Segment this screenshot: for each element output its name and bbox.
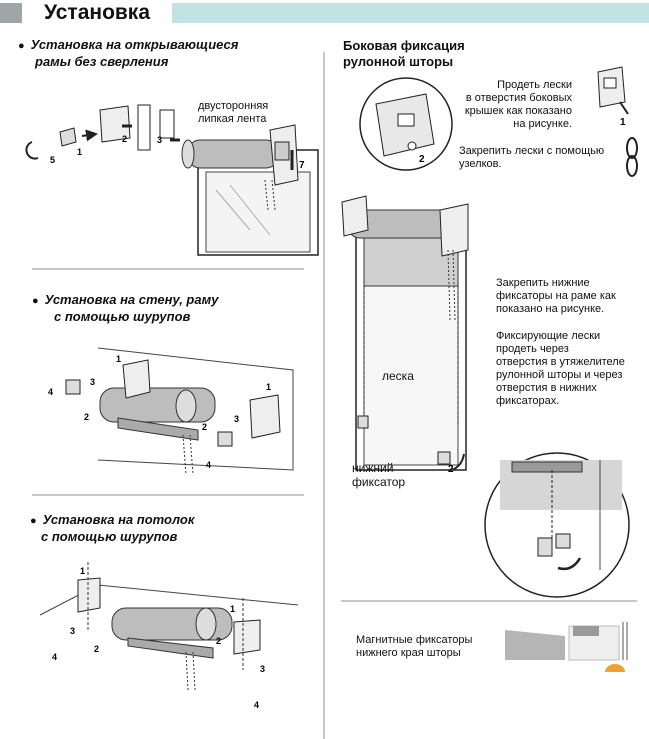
- section2-heading: ● Установка на стену, раму с помощью шуру…: [32, 292, 218, 325]
- section3-line2: с помощью шурупов: [41, 529, 178, 544]
- svg-text:4: 4: [52, 652, 57, 662]
- section1-line1: Установка на открывающиеся: [30, 37, 239, 52]
- bullet-icon: ●: [32, 295, 39, 307]
- svg-text:3: 3: [70, 626, 75, 636]
- column-divider: [323, 52, 325, 739]
- magnetic-fixator-illustration: [505, 622, 628, 672]
- ceiling-mount-illustration: 1 3 4 2 2 1 3 4: [39, 562, 299, 710]
- pass-through-note: Фиксирующие лески продеть через отверсти…: [496, 330, 625, 407]
- section1-line2: рамы без сверления: [35, 54, 169, 69]
- section3-line1: Установка на потолок: [42, 512, 195, 527]
- svg-text:1: 1: [620, 117, 626, 128]
- orange-accent-icon: [605, 664, 625, 672]
- section1-heading: ● Установка на открывающиеся рамы без све…: [18, 37, 238, 70]
- bullet-icon: ●: [30, 515, 37, 527]
- section-divider-2: [32, 494, 304, 496]
- svg-text:3: 3: [260, 664, 265, 674]
- svg-text:1: 1: [80, 566, 85, 576]
- svg-text:2: 2: [216, 636, 221, 646]
- bottom-fixator-detail-illustration: [484, 452, 630, 598]
- svg-text:1: 1: [116, 354, 121, 364]
- section-divider-1: [32, 268, 304, 270]
- svg-text:2: 2: [448, 464, 454, 475]
- section-divider-right: [341, 600, 637, 602]
- side-cap-detail-illustration: 2: [359, 77, 453, 171]
- step-1: 1: [77, 147, 82, 157]
- svg-text:3: 3: [234, 414, 239, 424]
- section2-line2: с помощью шурупов: [54, 309, 191, 324]
- svg-text:1: 1: [266, 382, 271, 392]
- svg-text:4: 4: [254, 700, 259, 710]
- line-label: леска: [382, 369, 414, 383]
- right-title: Боковая фиксация рулонной шторы: [343, 38, 465, 69]
- tie-note: Закрепить лески с помощью узелков.: [459, 145, 605, 170]
- step-5: 5: [50, 155, 55, 165]
- svg-text:3: 3: [90, 377, 95, 387]
- bottom-fix-label: нижний фиксатор: [352, 461, 406, 489]
- thread-note: Продеть лески в отверстия боковых крышек…: [464, 79, 572, 130]
- bullet-icon: ●: [18, 40, 25, 52]
- cap-and-knot-illustration: 1: [597, 66, 638, 177]
- lower-fix-note: Закрепить нижние фиксаторы на раме как п…: [496, 277, 616, 315]
- step-7: 7: [299, 160, 305, 171]
- svg-text:4: 4: [206, 460, 211, 470]
- step-2: 2: [122, 134, 127, 144]
- svg-text:4: 4: [48, 387, 53, 397]
- bracket-part: [99, 105, 131, 143]
- tape-label: двусторонняя липкая лента: [198, 100, 269, 125]
- header-teal-bar: [172, 3, 649, 23]
- svg-text:2: 2: [202, 422, 207, 432]
- step-3: 3: [157, 135, 162, 145]
- header-gray-block: [0, 3, 22, 23]
- page-title: Установка: [44, 1, 150, 24]
- svg-text:2: 2: [419, 154, 425, 165]
- section3-heading: ● Установка на потолок с помощью шурупов: [30, 512, 194, 545]
- svg-text:2: 2: [84, 412, 89, 422]
- frame-mount-illustration: 1 2 3 5 7: [25, 104, 319, 256]
- magnet-note: Магнитные фиксаторы нижнего края шторы: [356, 634, 473, 659]
- svg-text:2: 2: [94, 644, 99, 654]
- svg-text:1: 1: [230, 604, 235, 614]
- window-blind-illustration: 2: [341, 195, 469, 475]
- section2-line1: Установка на стену, раму: [44, 292, 219, 307]
- wall-mount-illustration: 1 3 4 2 2 3 4 1: [48, 347, 294, 476]
